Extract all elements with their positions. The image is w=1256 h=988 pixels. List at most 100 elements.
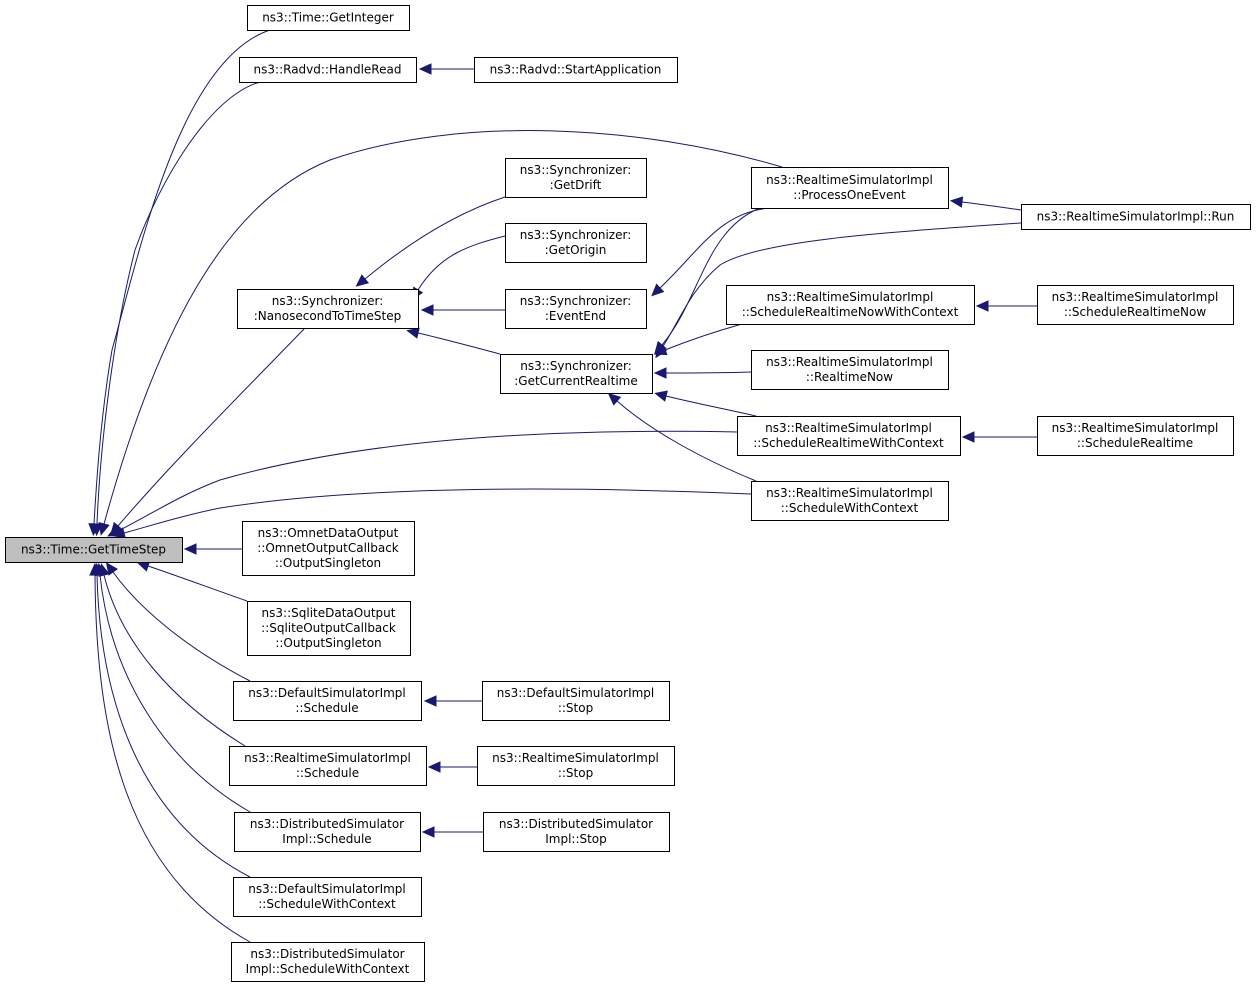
node-rt-realtimenow[interactable]: ns3::RealtimeSimulatorImpl::RealtimeNow (751, 350, 949, 390)
node-def-stop[interactable]: ns3::DefaultSimulatorImpl::Stop (482, 681, 670, 721)
node-box (234, 812, 421, 852)
edge-rt_schedule-to-gettimestep (98, 563, 246, 747)
arrowhead-icon (355, 274, 370, 287)
node-label: Impl::ScheduleWithContext (246, 962, 410, 976)
edges-layer (88, 29, 1037, 943)
node-label: :NanosecondToTimeStep (254, 309, 401, 323)
node-label: ns3::Synchronizer: (520, 294, 632, 308)
node-def-schedctx[interactable]: ns3::DefaultSimulatorImpl::ScheduleWithC… (233, 877, 422, 917)
edge-rt_schednow-to-rt_schednowctx (975, 300, 1037, 312)
node-sync-nanotots[interactable]: ns3::Synchronizer::NanosecondToTimeStep (237, 289, 419, 329)
arrowhead-icon (961, 431, 975, 443)
node-label: ::Schedule (295, 701, 358, 715)
edge-line (364, 196, 506, 280)
arrowhead-icon (423, 695, 437, 707)
node-label: ns3::DistributedSimulator (499, 817, 653, 831)
edge-rt_stop-to-rt_schedule (427, 761, 477, 773)
node-box (737, 416, 961, 456)
node-label: ::OutputSingleton (275, 556, 381, 570)
edge-line (961, 201, 1022, 211)
arrowhead-icon (651, 283, 665, 297)
edge-radvd_startapp-to-radvd_handleread (418, 63, 474, 75)
node-box (751, 350, 949, 390)
arrowhead-icon (418, 63, 432, 75)
node-radvd-startapp[interactable]: ns3::Radvd::StartApplication (474, 57, 678, 83)
node-label: ::ProcessOneEvent (793, 188, 906, 202)
arrowhead-icon (420, 304, 434, 316)
node-dist-schedctx[interactable]: ns3::DistributedSimulatorImpl::ScheduleW… (231, 942, 425, 982)
node-def-schedule[interactable]: ns3::DefaultSimulatorImpl::Schedule (233, 681, 422, 721)
node-gettimestep[interactable]: ns3::Time::GetTimeStep (5, 537, 183, 563)
node-rt-schedrtctx[interactable]: ns3::RealtimeSimulatorImpl::ScheduleReal… (737, 416, 961, 456)
edge-line (103, 574, 246, 747)
edge-line (93, 29, 271, 525)
node-sync-getcurrent[interactable]: ns3::Synchronizer::GetCurrentRealtime (500, 354, 653, 394)
node-rt-run[interactable]: ns3::RealtimeSimulatorImpl::Run (1021, 204, 1251, 230)
node-label: ns3::RealtimeSimulatorImpl (1052, 290, 1219, 304)
node-sync-getdrift[interactable]: ns3::Synchronizer::GetDrift (505, 158, 647, 198)
node-box (505, 289, 647, 329)
edge-sync_getcurrent-to-sync_nanotots (406, 327, 501, 355)
edge-sync_getdrift-to-sync_nanotots (355, 196, 506, 287)
node-label: ::Schedule (296, 766, 359, 780)
node-box (242, 521, 415, 576)
node-label: ns3::RealtimeSimulatorImpl::Run (1037, 210, 1235, 224)
node-label: ns3::Time::GetTimeStep (21, 543, 166, 557)
edge-dist_stop-to-dist_schedule (421, 826, 483, 838)
node-label: ::ScheduleRealtime (1077, 436, 1193, 450)
node-label: ns3::Radvd::HandleRead (254, 63, 402, 77)
node-label: Impl::Stop (545, 832, 607, 846)
node-omnet[interactable]: ns3::OmnetDataOutput::OmnetOutputCallbac… (242, 521, 415, 576)
node-label: ::OmnetOutputCallback (257, 541, 399, 555)
edge-line (117, 327, 306, 527)
node-box (5, 537, 183, 563)
arrowhead-icon (183, 543, 197, 555)
node-label: ns3::Time::GetInteger (262, 11, 394, 25)
node-label: ::SqliteOutputCallback (261, 621, 396, 635)
node-box (505, 223, 647, 263)
node-sync-getorigin[interactable]: ns3::Synchronizer::GetOrigin (505, 223, 647, 263)
arrowhead-icon (653, 367, 667, 379)
node-rt-schedule[interactable]: ns3::RealtimeSimulatorImpl::Schedule (229, 746, 427, 786)
node-rt-schedctx[interactable]: ns3::RealtimeSimulatorImpl::ScheduleWith… (751, 481, 949, 521)
arrowhead-icon (421, 826, 435, 838)
edge-omnet-to-gettimestep (183, 543, 242, 555)
node-label: ::ScheduleRealtimeNowWithContext (742, 305, 959, 319)
edge-rt_processone-to-sync_eventend (651, 207, 771, 297)
node-rt-schedrt[interactable]: ns3::RealtimeSimulatorImpl::ScheduleReal… (1037, 416, 1234, 456)
node-rt-schednow[interactable]: ns3::RealtimeSimulatorImpl::ScheduleReal… (1037, 285, 1234, 325)
arrowhead-icon (98, 521, 110, 536)
edge-rt_schednowctx-to-sync_getcurrent (653, 323, 743, 356)
edge-line (664, 323, 743, 351)
node-box (239, 57, 417, 83)
node-sqlite[interactable]: ns3::SqliteDataOutput::SqliteOutputCallb… (247, 601, 411, 656)
edge-sync_eventend-to-sync_nanotots (420, 304, 505, 316)
arrowhead-icon (949, 196, 964, 208)
node-rt-stop[interactable]: ns3::RealtimeSimulatorImpl::Stop (477, 746, 675, 786)
edge-line (659, 207, 771, 289)
node-box (237, 289, 419, 329)
node-label: ns3::RealtimeSimulatorImpl (767, 290, 934, 304)
arrowhead-icon (607, 392, 622, 406)
edge-line (123, 488, 752, 534)
arrowhead-icon (105, 562, 118, 576)
node-box (505, 158, 647, 198)
node-sync-eventend[interactable]: ns3::Synchronizer::EventEnd (505, 289, 647, 329)
edge-line (112, 571, 251, 682)
node-getinteger[interactable]: ns3::Time::GetInteger (247, 5, 410, 31)
edge-getinteger-to-gettimestep (88, 29, 271, 537)
node-label: :GetCurrentRealtime (514, 374, 637, 388)
node-box (482, 681, 670, 721)
edge-line (99, 574, 251, 813)
node-rt-processone[interactable]: ns3::RealtimeSimulatorImpl::ProcessOneEv… (751, 167, 949, 209)
edge-sync_getorigin-to-sync_nanotots (411, 235, 506, 301)
node-box (233, 681, 422, 721)
arrowhead-icon (112, 527, 126, 539)
arrowhead-icon (89, 562, 101, 576)
edge-line (96, 81, 261, 525)
node-radvd-handleread[interactable]: ns3::Radvd::HandleRead (239, 57, 417, 83)
node-label: ns3::RealtimeSimulatorImpl (765, 421, 932, 435)
node-rt-schednowctx[interactable]: ns3::RealtimeSimulatorImpl::ScheduleReal… (726, 285, 975, 325)
